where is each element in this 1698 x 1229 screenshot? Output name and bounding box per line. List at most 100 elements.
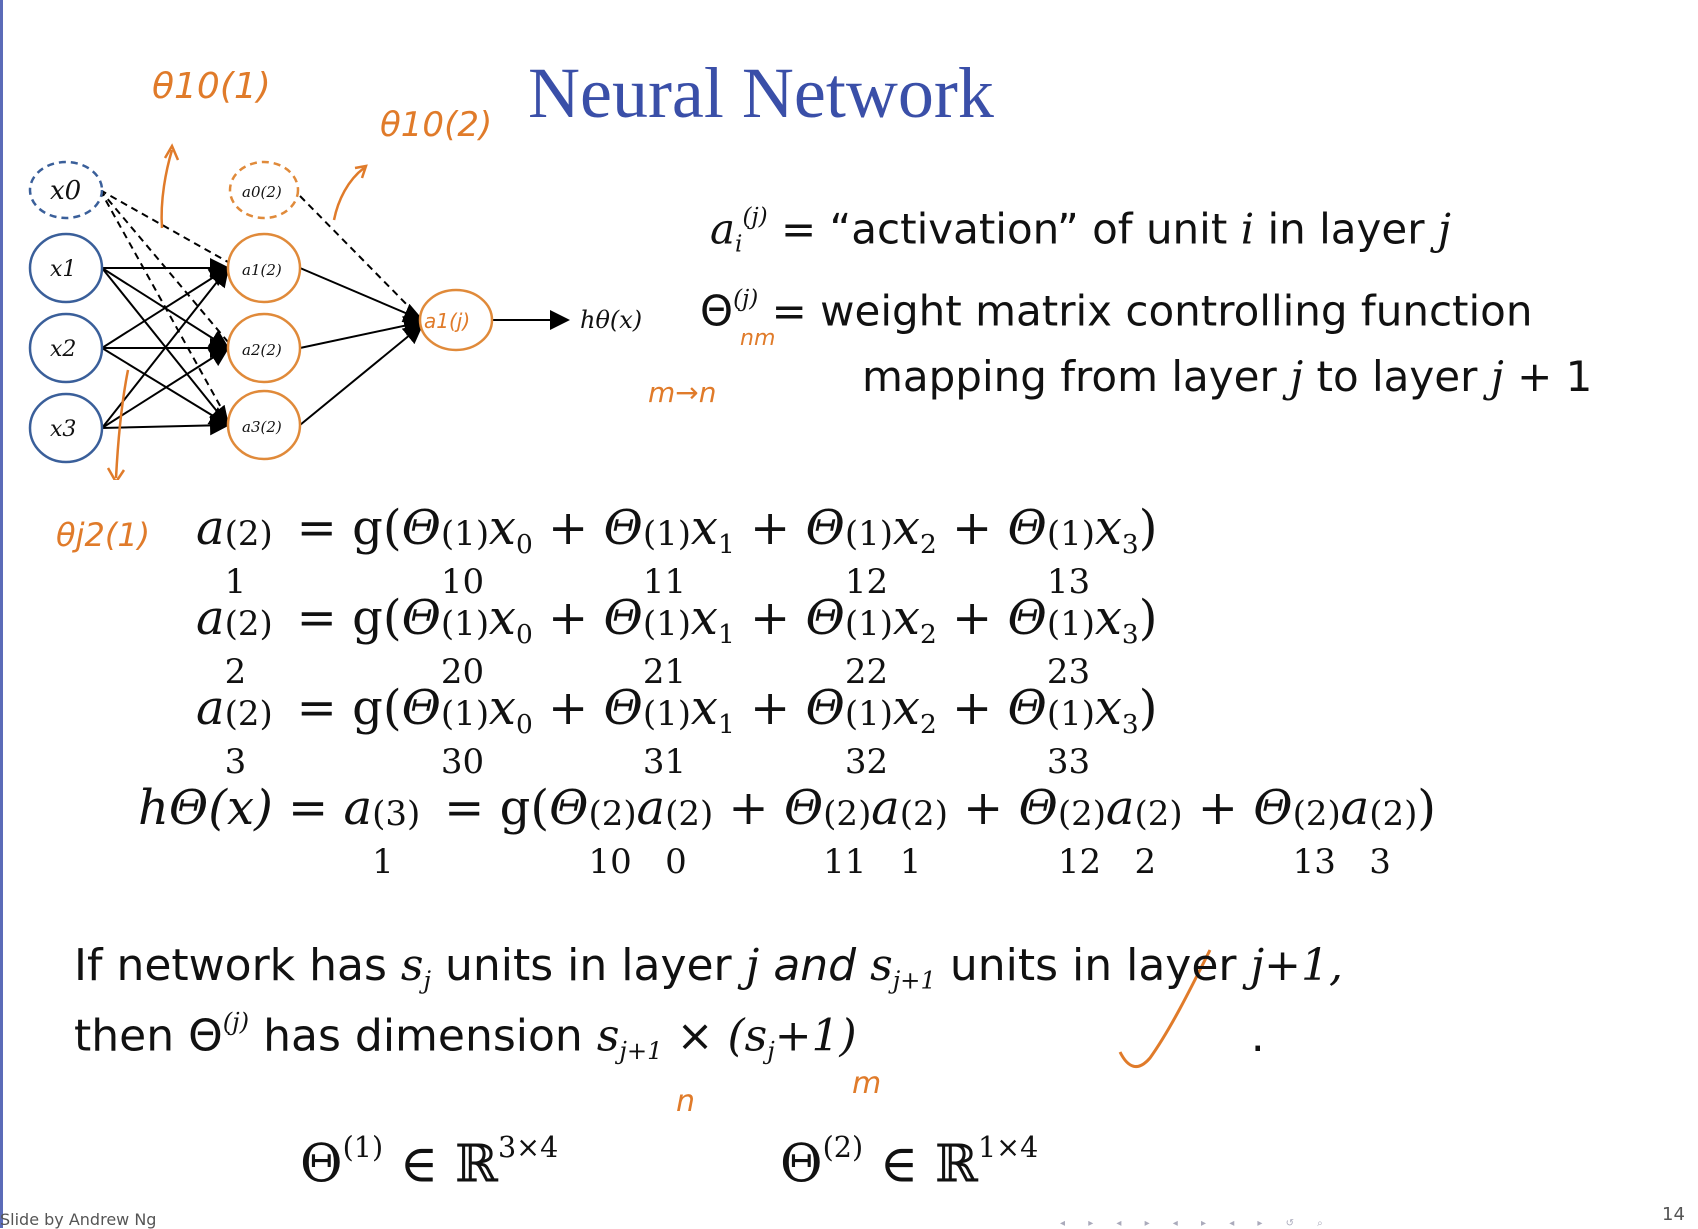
eq2-lhs-sub: 2 <box>224 652 247 692</box>
eq2-theta-21-sup: (1) <box>642 604 692 644</box>
output-eq-theta-11-sup: (2) <box>823 794 872 834</box>
eq1-theta-11-sub: 11 <box>642 562 687 602</box>
eq1-pad: = g( <box>224 500 402 556</box>
eq3-theta-31: Θ(1)31 <box>603 680 692 782</box>
node-label-x2: x2 <box>50 337 76 362</box>
theta2-sup: (2) <box>822 1130 864 1164</box>
eq1-theta-11-sup: (1) <box>642 514 692 554</box>
eq1-theta-13-sub: 13 <box>1046 562 1091 602</box>
slide-left-rule <box>0 0 3 1228</box>
weight-text-2-var: j <box>1290 352 1304 401</box>
eq1-theta-10-sup: (1) <box>440 514 490 554</box>
eq3-var-0: x <box>488 680 516 736</box>
eq2-theta-21: Θ(1)21 <box>604 590 692 692</box>
output-eq-a-3-sup: (2) <box>1369 794 1418 834</box>
output-eq-theta-11-sub: 11 <box>823 842 867 882</box>
eq1-theta-13-sup: (1) <box>1046 514 1095 554</box>
output-eq-a-2: a(2)2 <box>1106 780 1183 882</box>
eq3-theta-31-base: Θ <box>603 680 643 736</box>
activation-symbol: a <box>710 204 736 254</box>
equation-row-1: a(2)1 = g(Θ(1)10 x0 + Θ(1)11 x1 + Θ(1)12… <box>196 500 1157 602</box>
weight-definition-line2: mapping from layer j to layer j + 1 <box>862 352 1592 401</box>
input-node-x3 <box>28 392 104 464</box>
handwritten-theta10-2: θ10(2) <box>380 105 492 145</box>
output-eq-theta-11: Θ(2) 11 <box>783 780 872 882</box>
hidden-node-a2 <box>226 312 302 384</box>
eq2-theta-20: Θ(1)20 <box>402 590 490 692</box>
dim-line1-j: j <box>745 940 760 991</box>
node-label-a0: a0(2) <box>242 183 282 201</box>
hidden-node-a3 <box>226 389 302 461</box>
output-eq-mid: a(3)1 <box>344 780 421 882</box>
eq3-plus-1: + <box>532 680 604 736</box>
eq1-var-sub-3: 3 <box>1121 529 1139 561</box>
theta2-symbol: Θ <box>780 1134 823 1195</box>
output-eq-theta-13: Θ(2)13 <box>1253 780 1341 882</box>
output-eq-a-0-base: a <box>636 780 666 836</box>
eq3-lhs-sup: (2) <box>224 694 273 734</box>
weight-definition-line1: Θ(j) = weight matrix controlling functio… <box>700 286 1533 336</box>
activation-sub: i <box>735 231 743 258</box>
eq3-theta-32-sup: (1) <box>844 694 894 734</box>
node-label-a1: a1(2) <box>242 261 282 279</box>
output-eq-a-3-base: a <box>1340 780 1370 836</box>
output-eq-a-1-base: a <box>871 780 900 836</box>
output-eq-eq2: = g( <box>372 780 550 836</box>
activation-unit-var: i <box>1240 204 1255 254</box>
equation-row-3: a(2)3 = g(Θ(1)30 x0 + Θ(1)31 x1 + Θ(1)32… <box>196 680 1158 782</box>
theta1-set: ∈ ℝ <box>399 1134 498 1195</box>
output-eq-theta-12-sub: 12 <box>1057 842 1102 882</box>
eq2-var-3: x <box>1094 590 1122 646</box>
output-eq-theta-11-base: Θ <box>783 780 824 836</box>
eq2-theta-23: Θ(1)23 <box>1007 590 1095 692</box>
slide-title: Neural Network <box>528 53 994 133</box>
eq3-theta-30-base: Θ <box>401 680 441 736</box>
eq1-theta-10-sub: 10 <box>440 562 485 602</box>
eq2-plus-1: + <box>532 590 604 646</box>
weight-sup: (j) <box>733 286 759 312</box>
handwritten-arrows <box>106 143 368 480</box>
eq3-theta-32-base: Θ <box>805 680 845 736</box>
page-number: 14 <box>1662 1204 1685 1225</box>
output-eq-a-1-sub: 1 <box>899 842 922 882</box>
eq3-plus-2: + <box>734 680 806 736</box>
input-node-x1 <box>28 232 104 304</box>
eq3-theta-32-sub: 32 <box>844 742 889 782</box>
dim-line2-paren-end: +1) <box>774 1011 857 1063</box>
eq3-theta-31-sup: (1) <box>642 694 692 734</box>
output-eq-plus-2: + <box>947 780 1019 836</box>
handwritten-nm: nm <box>740 326 776 351</box>
weight-text-1: = weight matrix controlling function <box>771 286 1533 336</box>
eq3-lhs-base: a <box>196 680 225 736</box>
dim-line2-dot: . <box>1250 1011 1265 1063</box>
eq3-plus-3: + <box>936 680 1008 736</box>
eq3-var-sub-1: 1 <box>717 709 735 741</box>
dim-line2-a: then <box>74 1011 175 1063</box>
beamer-navigation-icons[interactable]: ◂ ▸ ◂ ▸ ◂ ▸ ◂ ▸ ↺ ⌕ <box>1060 1218 1333 1229</box>
dim-line2-times: × <box>676 1011 714 1063</box>
eq1-theta-12: Θ(1)12 <box>806 500 894 602</box>
eq2-lhs-base: a <box>196 590 225 646</box>
activation-sup: (j) <box>742 204 768 230</box>
eq2-plus-2: + <box>734 590 806 646</box>
eq1-theta-13: Θ(1)13 <box>1007 500 1095 602</box>
dim-line2-s-sub: j+1 <box>619 1037 663 1066</box>
eq3-theta-32: Θ(1) 32 <box>805 680 894 782</box>
output-eq-a-2-sup: (2) <box>1134 794 1183 834</box>
eq3-var-sub-0: 0 <box>516 709 533 741</box>
eq1-plus-3: + <box>936 500 1008 556</box>
node-label-x0: x0 <box>50 176 81 206</box>
eq2-theta-21-sub: 21 <box>642 652 687 692</box>
bias-edges <box>99 189 421 421</box>
eq3-theta-30-sub: 30 <box>440 742 485 782</box>
activation-definition: ai(j) = “activation” of unit i in layer … <box>710 204 1451 258</box>
dim-line1-s2: s <box>870 940 893 991</box>
theta1-shape: 3×4 <box>497 1130 559 1164</box>
eq2-theta-20-sup: (1) <box>440 604 490 644</box>
eq3-theta-30-sup: (1) <box>440 694 490 734</box>
output-eq-theta-13-base: Θ <box>1253 780 1293 836</box>
eq3-close: ) <box>1138 680 1158 736</box>
eq3-var-2: x <box>892 680 920 736</box>
eq1-plus-2: + <box>734 500 806 556</box>
output-eq-lhs: hΘ(x) <box>138 780 273 836</box>
